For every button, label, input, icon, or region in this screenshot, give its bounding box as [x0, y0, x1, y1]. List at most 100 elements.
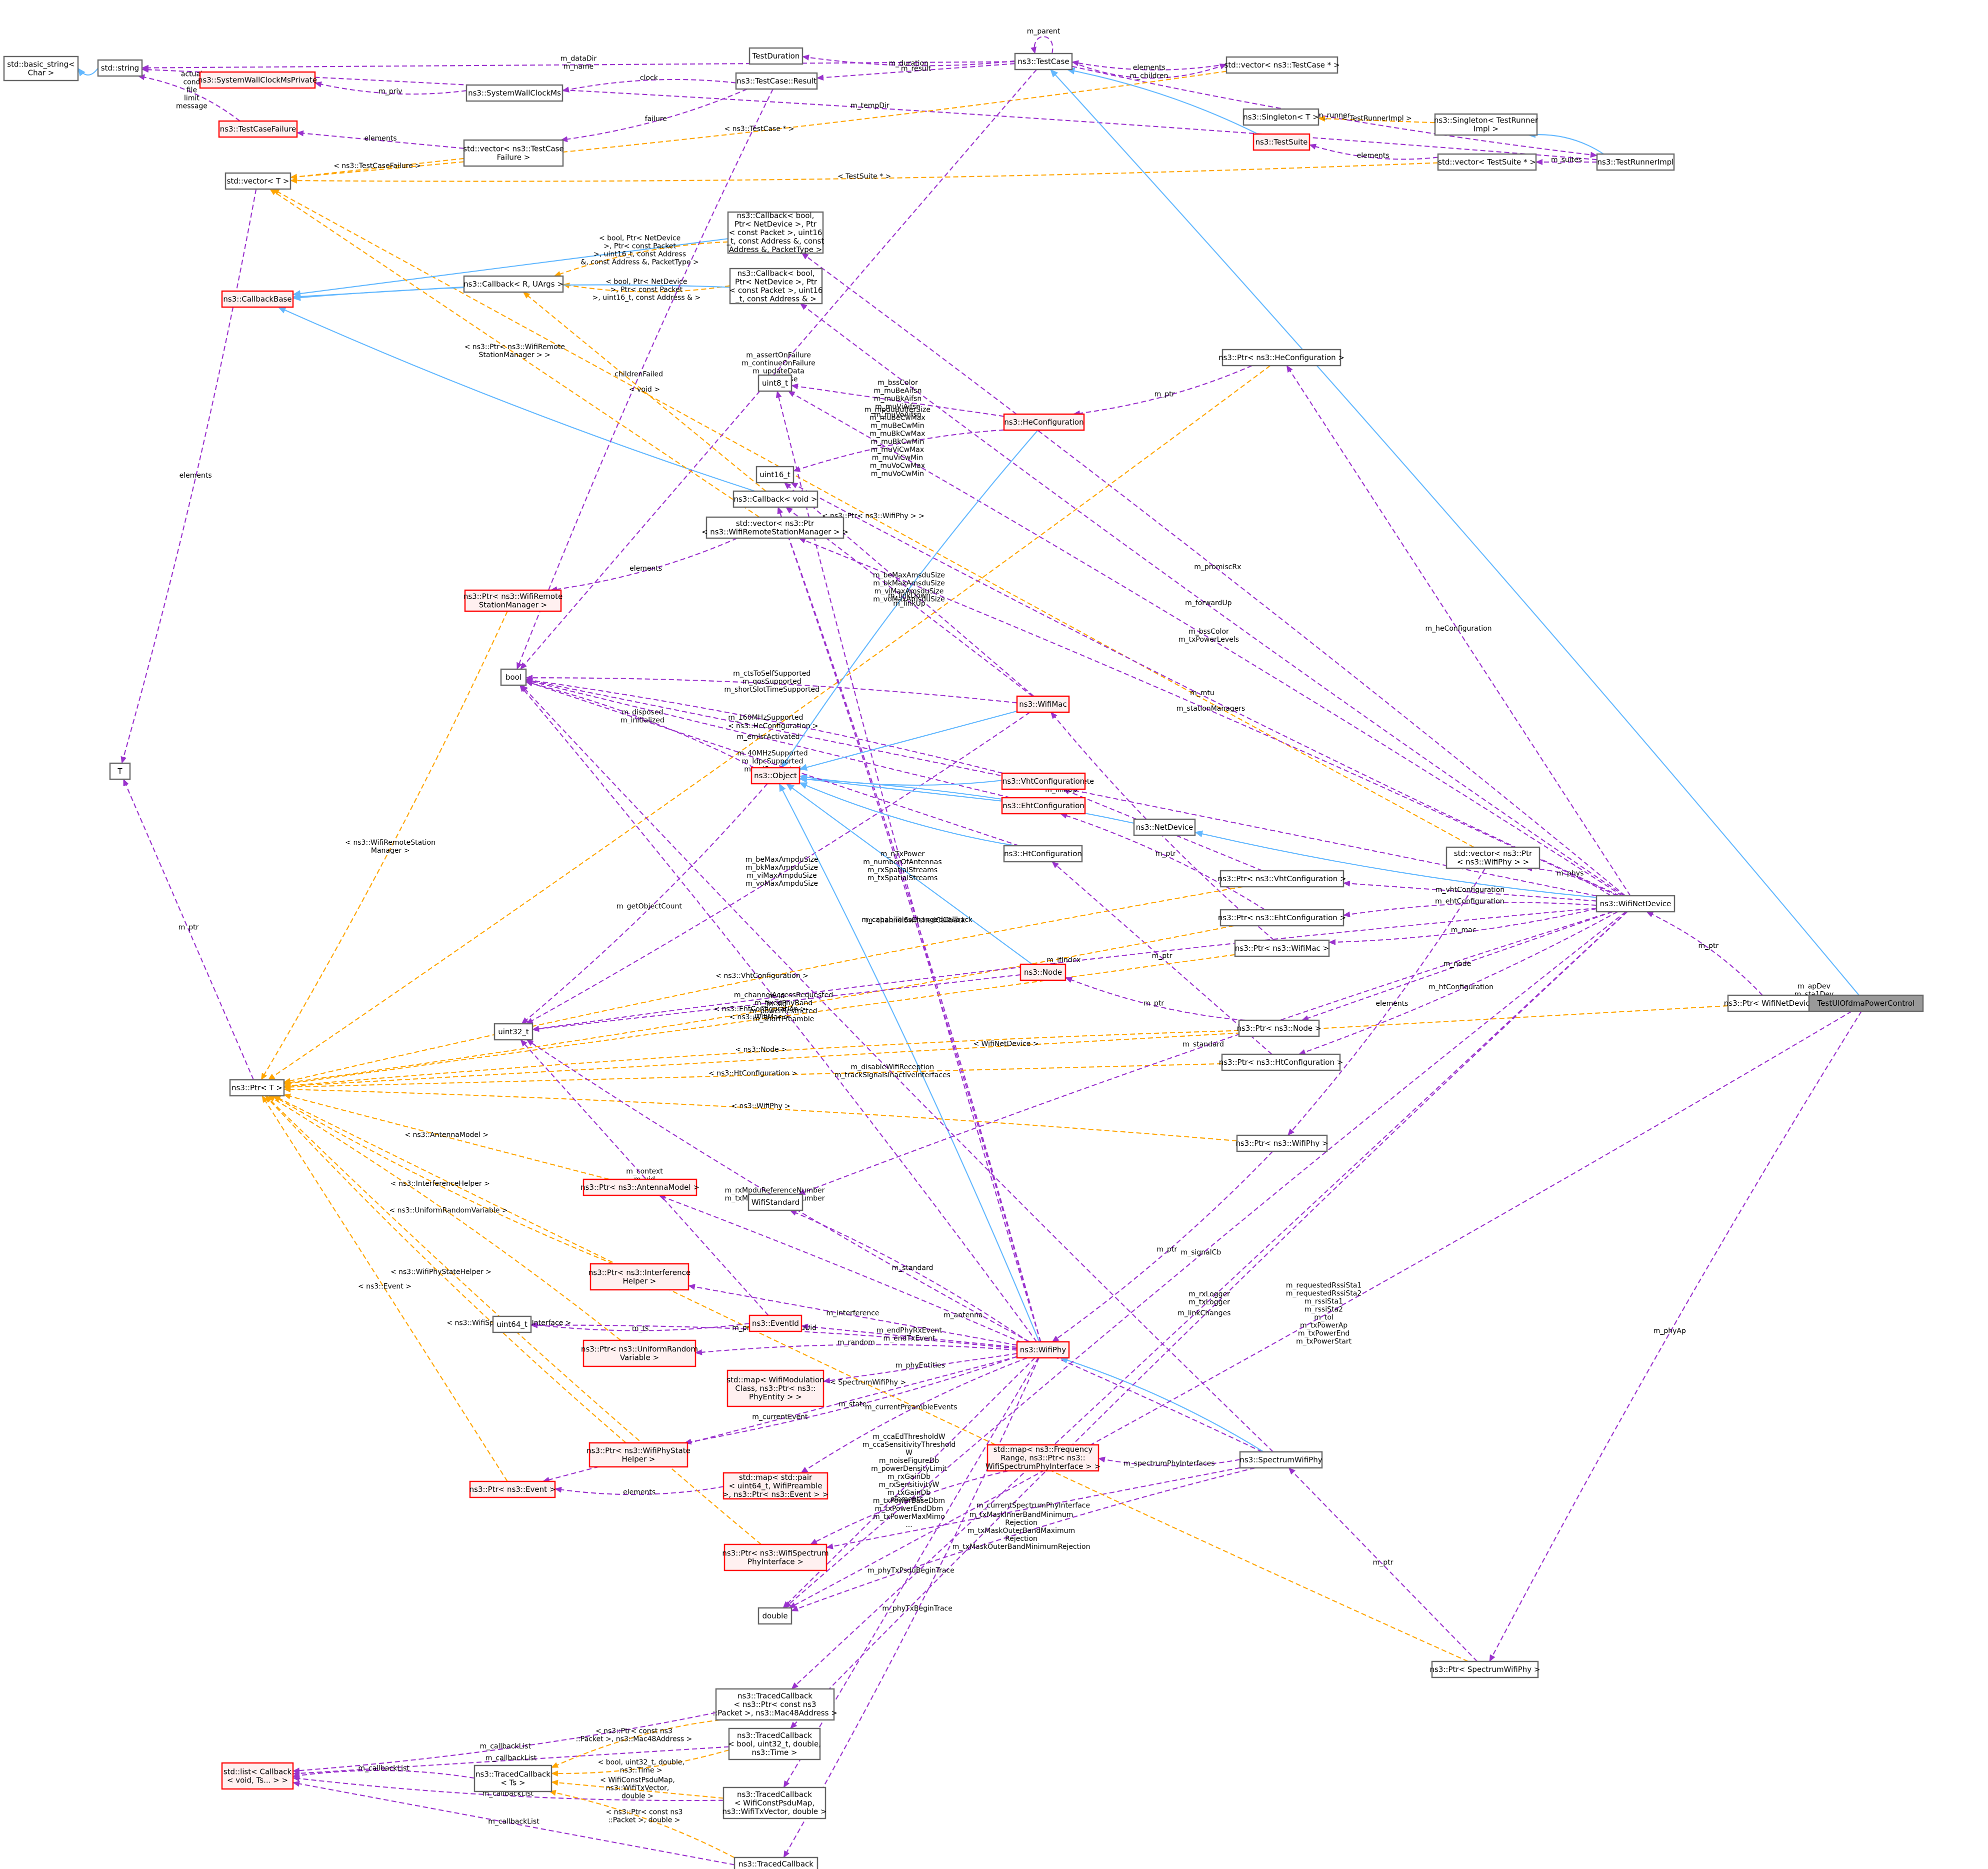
member-edge [292, 1769, 475, 1779]
edge-label: m_forwardUp [1185, 599, 1232, 607]
class-node-cb-void[interactable]: ns3::Callback< void > [732, 490, 818, 508]
class-node-test-runner-impl[interactable]: ns3::TestRunnerImpl [1596, 153, 1675, 171]
class-node-std-list-cb[interactable]: std::list< Callback< void, Ts... > > [221, 1762, 294, 1790]
class-node-cb-promisc[interactable]: ns3::Callback< bool,Ptr< NetDevice >, Pt… [726, 211, 824, 254]
node-label: ns3::Ptr< ns3::WifiRemote [464, 592, 562, 601]
member-edge [560, 88, 748, 143]
class-node-uint64[interactable]: uint64_t [492, 1315, 532, 1333]
edge-label: m_txPowerBaseDbm [873, 1497, 945, 1505]
class-node-ptr-t[interactable]: ns3::Ptr< T > [229, 1079, 285, 1097]
class-node-cb-r-uargs[interactable]: ns3::Callback< R, UArgs > [463, 275, 564, 293]
class-node-tc-ts[interactable]: ns3::TracedCallback< Ts > [474, 1764, 552, 1792]
class-node-vec-ptr-wifiphy[interactable]: std::vector< ns3::Ptr< ns3::WifiPhy > > [1446, 846, 1540, 869]
class-node-map-pair[interactable]: std::map< std::pair< uint64_t, WifiPream… [722, 1472, 828, 1500]
edge-label: m_txMaskOuterBandMinimumRejection [952, 1543, 1090, 1551]
class-node-tc-mac48[interactable]: ns3::TracedCallback< ns3::Ptr< const ns3… [712, 1688, 838, 1721]
node-box [1133, 818, 1196, 836]
class-node-node[interactable]: ns3::Node [1020, 963, 1066, 981]
class-node-spectrum-wifi-phy[interactable]: ns3::SpectrumWifiPhy [1239, 1451, 1323, 1469]
class-node-uint32[interactable]: uint32_t [494, 1023, 534, 1041]
class-node-ptr-he-config[interactable]: ns3::Ptr< ns3::HeConfiguration > [1218, 349, 1344, 367]
class-node-ptr-eht-config[interactable]: ns3::Ptr< ns3::EhtConfiguration > [1218, 909, 1346, 927]
class-node-vht-config[interactable]: ns3::VhtConfiguration [1001, 772, 1086, 790]
class-node-ptr-wifi-mac[interactable]: ns3::Ptr< ns3::WifiMac > [1234, 939, 1330, 957]
node-label: ns3::TracedCallback [737, 1790, 812, 1799]
class-node-callback-base[interactable]: ns3::CallbackBase [221, 290, 294, 308]
class-node-tc-psdu[interactable]: ns3::TracedCallback< WifiConstPsduMap,ns… [722, 1786, 827, 1819]
edge-label: elements [1376, 1000, 1408, 1008]
member-edge [801, 1323, 1018, 1348]
class-node-wifi-phy[interactable]: ns3::WifiPhy [1016, 1341, 1070, 1359]
class-node-vec-testcase[interactable]: std::vector< ns3::TestCase * > [1224, 56, 1340, 74]
class-node-wifi-standard[interactable]: WifiStandard [748, 1193, 804, 1211]
class-node-vec-testsuite[interactable]: std::vector< TestSuite * > [1437, 153, 1537, 171]
class-node-wifi-net-device[interactable]: ns3::WifiNetDevice [1596, 895, 1676, 913]
class-node-vec-tcfailure[interactable]: std::vector< ns3::TestCaseFailure > [463, 139, 564, 167]
edge-label: m_callbackList [480, 1742, 532, 1750]
class-node-ptr-wifiphy[interactable]: ns3::Ptr< ns3::WifiPhy > [1236, 1134, 1328, 1152]
class-node-test-suite[interactable]: ns3::TestSuite [1252, 133, 1310, 151]
class-node-basic-string[interactable]: std::basic_string<Char > [3, 56, 79, 82]
class-node-ptr-urv[interactable]: ns3::Ptr< ns3::UniformRandomVariable > [581, 1339, 698, 1367]
class-node-singleton-t[interactable]: ns3::Singleton< T > [1242, 108, 1320, 126]
class-node-uint8[interactable]: uint8_t [758, 374, 792, 392]
class-node-tc-failure[interactable]: ns3::TestCaseFailure [218, 120, 298, 138]
class-node-ptr-ht-config[interactable]: ns3::Ptr< ns3::HtConfiguration > [1219, 1053, 1344, 1071]
class-node-double[interactable]: double [758, 1607, 792, 1625]
class-node-tc-bool[interactable]: ns3::TracedCallback< bool, uint32_t, dou… [728, 1727, 821, 1760]
class-node-t[interactable]: T [109, 762, 131, 780]
node-box [729, 268, 823, 305]
class-node-cb-forward[interactable]: ns3::Callback< bool,Ptr< NetDevice >, Pt… [729, 268, 823, 305]
class-node-vec-wrsm[interactable]: std::vector< ns3::Ptr< ns3::WifiRemoteSt… [702, 516, 848, 539]
class-node-bool[interactable]: bool [500, 668, 527, 686]
class-node-ptr-wrsm[interactable]: ns3::Ptr< ns3::WifiRemoteStationManager … [464, 589, 562, 612]
node-box [3, 56, 79, 82]
edge-label: < void > [629, 386, 660, 394]
member-edge [791, 383, 1004, 417]
class-node-object[interactable]: ns3::Object [750, 767, 800, 785]
class-node-net-device[interactable]: ns3::NetDevice [1133, 818, 1196, 836]
class-node-ptr-node[interactable]: ns3::Ptr< ns3::Node > [1237, 1019, 1322, 1037]
class-node-tc-packet-double[interactable]: ns3::TracedCallback< ns3::Ptr< const ns3… [734, 1856, 818, 1869]
class-node-swc[interactable]: ns3::SystemWallClockMs [466, 84, 564, 102]
edge-label: < ns3::Ptr< ns3::WifiRemote [464, 343, 565, 351]
node-box [1239, 1451, 1323, 1469]
template-edge [551, 1719, 720, 1768]
class-node-std-string[interactable]: std::string [97, 59, 143, 77]
class-node-vec-t[interactable]: std::vector< T > [224, 172, 292, 190]
node-box [722, 1472, 828, 1500]
node-box [1001, 772, 1086, 790]
class-node-ptr-vht-config[interactable]: ns3::Ptr< ns3::VhtConfiguration > [1218, 870, 1346, 888]
class-node-ptr-antenna[interactable]: ns3::Ptr< ns3::AntennaModel > [580, 1178, 700, 1196]
class-node-ptr-phystate[interactable]: ns3::Ptr< ns3::WifiPhyStateHelper > [586, 1442, 690, 1468]
class-node-wifi-mac[interactable]: ns3::WifiMac [1016, 695, 1070, 713]
class-node-ptr-swp[interactable]: ns3::Ptr< SpectrumWifiPhy > [1430, 1660, 1540, 1678]
member-edge [142, 61, 1016, 71]
edge-label: m_rxLogger [1188, 1290, 1230, 1298]
class-node-swc-private[interactable]: ns3::SystemWallClockMsPrivate [198, 71, 317, 89]
node-label: ns3::VhtConfiguration [1002, 777, 1084, 786]
node-box [224, 172, 292, 190]
class-node-ptr-wnd[interactable]: ns3::Ptr< WifiNetDevice > [1724, 994, 1824, 1012]
class-node-ptr-wspi[interactable]: ns3::Ptr< ns3::WifiSpectrumPhyInterface … [722, 1543, 829, 1571]
class-node-ptr-interference[interactable]: ns3::Ptr< ns3::InterferenceHelper > [588, 1263, 690, 1291]
class-node-he-config[interactable]: ns3::HeConfiguration [1003, 413, 1085, 431]
edge-label: < ns3::Ptr< const ns3 [596, 1727, 672, 1735]
class-node-tc-result[interactable]: ns3::TestCase::Result [735, 72, 818, 90]
class-node-eht-config[interactable]: ns3::EhtConfiguration [1001, 797, 1086, 815]
node-label: ns3::EventId [752, 1319, 799, 1328]
class-node-test-duration[interactable]: TestDuration [748, 47, 804, 65]
class-node-event-id[interactable]: ns3::EventId [748, 1314, 802, 1332]
class-node-ht-config[interactable]: ns3::HtConfiguration [1003, 845, 1083, 863]
inherit-edge [799, 774, 1002, 786]
class-node-singleton-tri[interactable]: ns3::Singleton< TestRunnerImpl > [1434, 113, 1538, 136]
class-node-test-case[interactable]: ns3::TestCase [1014, 53, 1073, 71]
class-node-ptr-event[interactable]: ns3::Ptr< ns3::Event > [470, 1480, 556, 1498]
member-edge [1072, 66, 1598, 158]
node-box [706, 516, 844, 539]
class-node-uint16[interactable]: uint16_t [756, 466, 794, 484]
node-label: std::vector< TestSuite * > [1438, 158, 1536, 167]
class-node-test-ul[interactable]: TestUlOfdmaPowerControl [1808, 994, 1924, 1012]
